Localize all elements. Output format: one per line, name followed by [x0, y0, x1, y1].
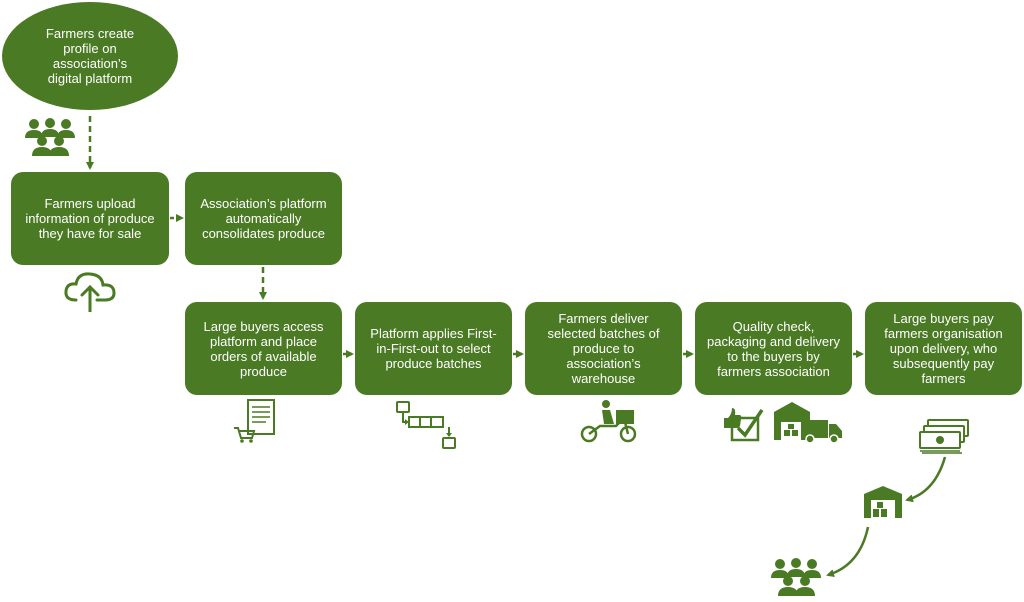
step-upload-text: Farmers upload information of produce th…	[25, 196, 155, 241]
money-stack-icon	[919, 419, 969, 454]
step-consolidate: Association’s platform automatically con…	[185, 172, 342, 265]
step-pay-text: Large buyers pay farmers organisation up…	[884, 311, 1003, 386]
step-consolidate-text: Association’s platform automatically con…	[200, 196, 327, 241]
arrow-warehouse-to-farmers	[826, 526, 870, 578]
step-quality: Quality check, packaging and delivery to…	[695, 302, 852, 395]
step-quality-text: Quality check, packaging and delivery to…	[707, 318, 840, 379]
cloud-upload-icon	[64, 272, 116, 312]
delivery-scooter-icon	[580, 400, 637, 443]
step-deliver: Farmers deliver selected batches of prod…	[525, 302, 682, 395]
step-fifo-text: Platform applies First-in-First-out to s…	[370, 326, 497, 371]
thumbs-up-check-icon	[724, 408, 764, 442]
order-document-cart-icon	[234, 399, 275, 443]
step-buyers-order: Large buyers access platform and place o…	[185, 302, 342, 395]
farmers-group-icon	[771, 558, 821, 596]
warehouse-truck-icon	[774, 402, 842, 444]
start-text: Farmers create profile on association’s …	[45, 26, 135, 86]
fifo-flow-icon	[396, 401, 456, 449]
step-fifo: Platform applies First-in-First-out to s…	[355, 302, 512, 395]
warehouse-icon	[864, 486, 902, 518]
step-buyers-order-text: Large buyers access platform and place o…	[203, 318, 324, 379]
start-ellipse: Farmers create profile on association’s …	[2, 2, 178, 110]
farmers-group-icon	[25, 118, 75, 156]
step-pay: Large buyers pay farmers organisation up…	[865, 302, 1022, 395]
step-upload: Farmers upload information of produce th…	[11, 172, 169, 265]
arrow-money-to-warehouse	[905, 456, 947, 503]
step-deliver-text: Farmers deliver selected batches of prod…	[547, 311, 660, 386]
